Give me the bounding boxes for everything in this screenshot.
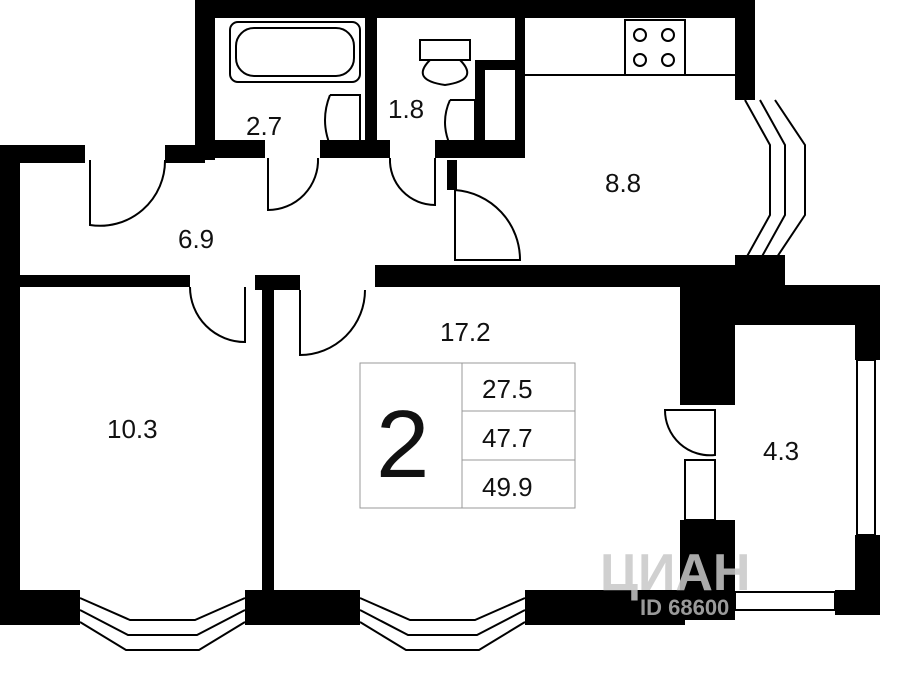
room-area-balcony: 4.3 xyxy=(763,436,799,466)
sink-icon xyxy=(444,99,476,146)
room-labels: 2.7 1.8 8.8 6.9 10.3 17.2 4.3 xyxy=(107,94,799,466)
watermark: ЦИАН ID 68600 xyxy=(600,544,750,620)
room-area-bathroom: 2.7 xyxy=(246,111,282,141)
watermark-id: ID 68600 xyxy=(640,595,729,620)
room-area-bedroom: 10.3 xyxy=(107,414,158,444)
sink-icon xyxy=(324,94,361,146)
room-area-kitchen: 8.8 xyxy=(605,168,641,198)
fixtures xyxy=(229,19,735,146)
watermark-brand: ЦИАН xyxy=(600,544,750,602)
walls xyxy=(0,0,880,625)
stove-icon xyxy=(624,19,686,76)
windows xyxy=(79,99,876,651)
bathtub-icon xyxy=(229,21,361,83)
room-area-toilet: 1.8 xyxy=(388,94,424,124)
total-area-with-balcony: 49.9 xyxy=(482,472,533,502)
living-area: 27.5 xyxy=(482,374,533,404)
room-count: 2 xyxy=(376,391,429,498)
room-area-hallway: 6.9 xyxy=(178,224,214,254)
total-area: 47.7 xyxy=(482,423,533,453)
toilet-icon xyxy=(419,39,471,87)
doors xyxy=(89,157,716,457)
room-area-living-room: 17.2 xyxy=(440,317,491,347)
area-summary-box: 2 27.5 47.7 49.9 xyxy=(359,362,576,509)
